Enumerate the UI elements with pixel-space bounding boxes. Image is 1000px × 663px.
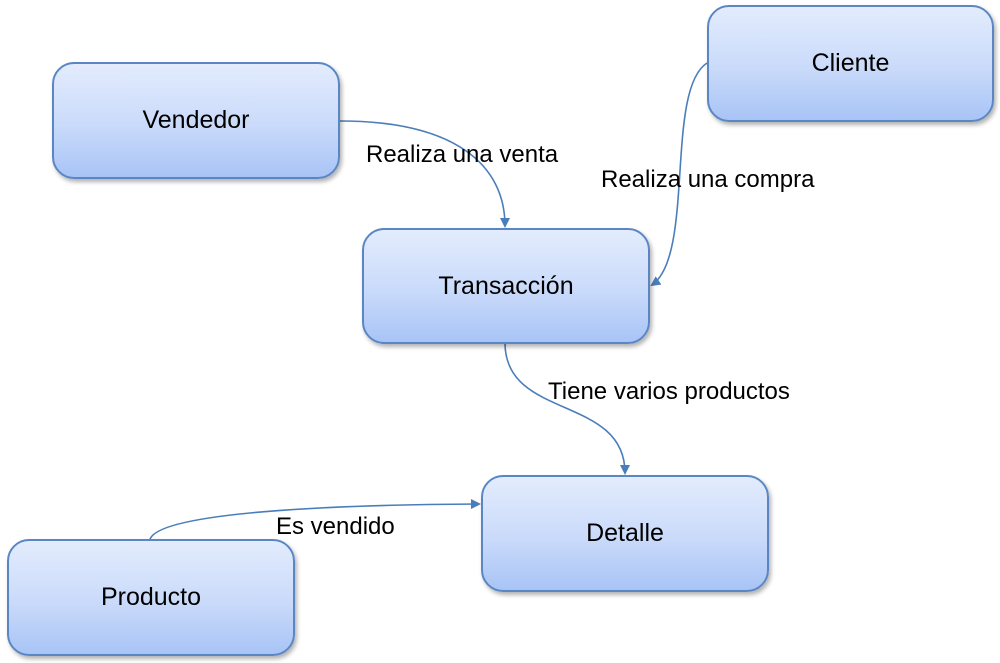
node-label: Producto: [100, 583, 202, 611]
node-label: Transacción: [438, 271, 574, 300]
edge-transaccion-detalle: [504, 342, 630, 475]
edge-producto-detalle: [149, 499, 481, 540]
edge-cliente-transaccion: [650, 62, 708, 287]
node-label: Vendedor: [142, 106, 250, 134]
edge-vendedor-transaccion: [339, 120, 510, 228]
edge-label-realiza-compra: Realiza una compra: [601, 166, 815, 193]
node-cliente[interactable]: Cliente: [707, 5, 994, 122]
edge-label-realiza-venta: Realiza una venta: [366, 141, 559, 168]
node-label: Cliente: [811, 49, 890, 77]
edge-label-es-vendido: Es vendido: [276, 513, 395, 540]
edge-label-tiene-productos: Tiene varios productos: [548, 378, 790, 405]
node-label: Detalle: [586, 519, 664, 547]
node-producto[interactable]: Producto: [7, 539, 295, 656]
node-detalle[interactable]: Detalle: [481, 475, 769, 592]
node-transaccion[interactable]: Transacción: [362, 228, 650, 344]
node-vendedor[interactable]: Vendedor: [52, 62, 340, 179]
